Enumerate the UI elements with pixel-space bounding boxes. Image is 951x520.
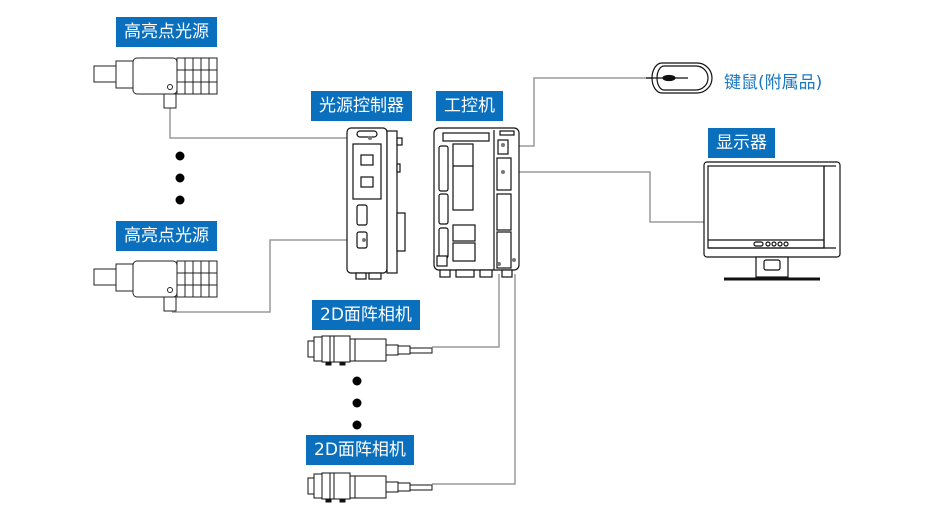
edge-mouse-ipc — [503, 77, 652, 147]
mouse-icon — [646, 62, 713, 94]
area-camera-icon — [307, 472, 433, 503]
edge-camera2-ipc — [432, 274, 516, 485]
light-source-ellipsis — [175, 151, 185, 205]
light-source-1-label: 高亮点光源 — [116, 17, 217, 47]
spot-light-icon — [93, 260, 218, 312]
industrial-pc-icon — [433, 127, 520, 278]
monitor-icon — [703, 161, 841, 281]
mouse-label: 键鼠(附属品) — [724, 73, 823, 93]
light-source-2-label: 高亮点光源 — [116, 221, 217, 251]
ipc-label: 工控机 — [436, 91, 503, 121]
area-camera-icon — [307, 335, 433, 366]
spot-light-icon — [93, 57, 218, 109]
camera-2-label: 2D面阵相机 — [306, 435, 414, 465]
light-controller-icon — [346, 127, 406, 280]
edge-monitor-ipc — [503, 171, 704, 223]
connector-lines — [169, 77, 704, 485]
camera-1-label: 2D面阵相机 — [312, 300, 420, 330]
camera-ellipsis — [352, 376, 362, 430]
edge-light2-controller — [172, 239, 370, 313]
edge-light1-controller — [169, 100, 370, 139]
edge-camera1-ipc — [432, 274, 500, 348]
monitor-label: 显示器 — [708, 128, 775, 158]
light-controller-label: 光源控制器 — [311, 91, 412, 121]
